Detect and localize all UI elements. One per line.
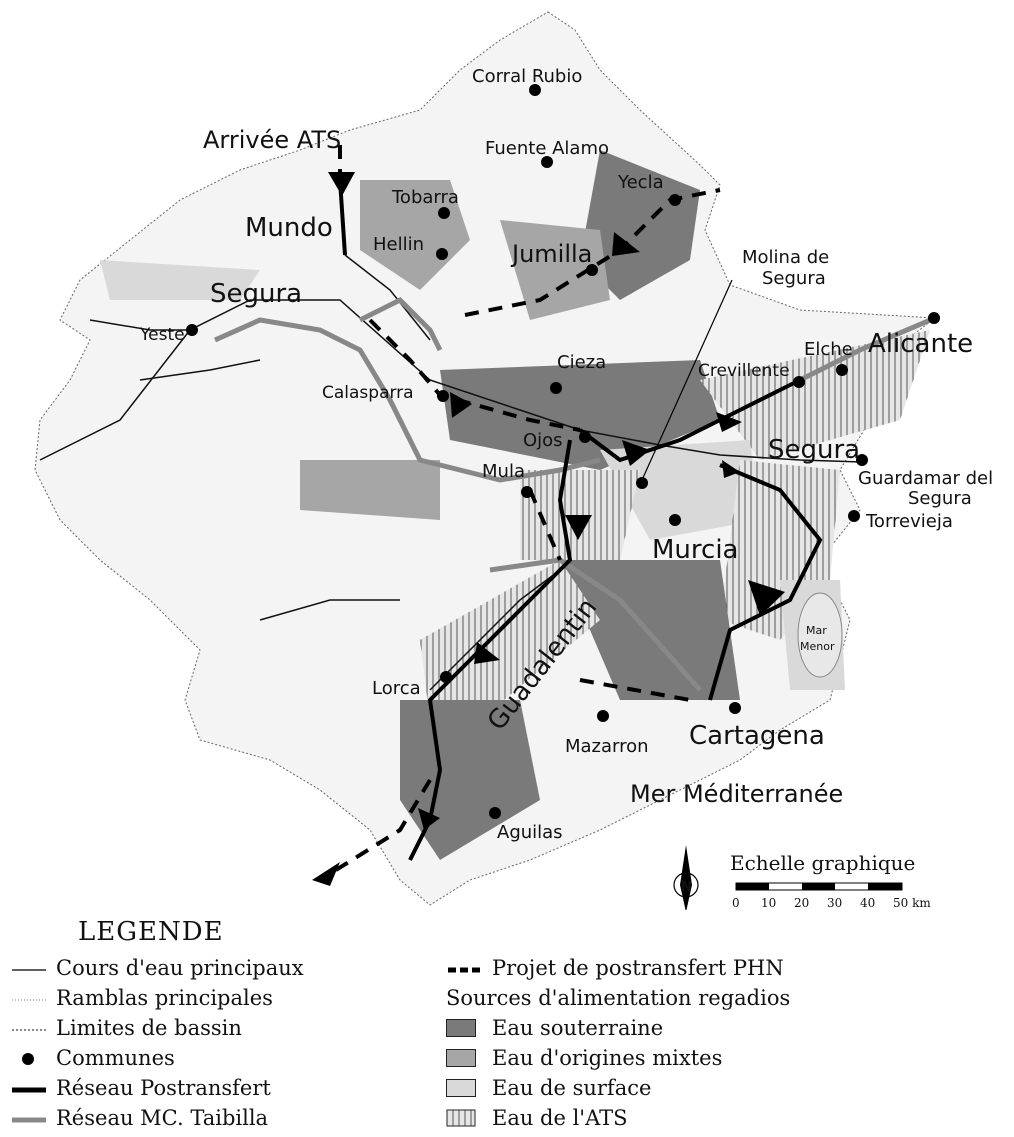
label-jumilla: Jumilla bbox=[510, 240, 592, 268]
legend-heading: Sources d'alimentation regadios bbox=[446, 986, 791, 1010]
scale-tick-4: 40 bbox=[860, 896, 875, 910]
flow-arrows bbox=[312, 172, 785, 886]
label-menor: Menor bbox=[800, 640, 835, 653]
legend-label: Communes bbox=[56, 1046, 175, 1070]
legend-label: Eau d'origines mixtes bbox=[492, 1046, 723, 1070]
molina-leader bbox=[641, 279, 733, 481]
label-corral-rubio: Corral Rubio bbox=[472, 66, 582, 87]
legend-item-mixed: Eau d'origines mixtes bbox=[446, 1043, 790, 1073]
label-cartagena: Cartagena bbox=[689, 721, 825, 751]
legend-right-column: Projet de postransfert PHN Sources d'ali… bbox=[446, 953, 790, 1133]
north-arrow-icon: N bbox=[673, 845, 699, 910]
legend-label: Cours d'eau principaux bbox=[56, 956, 304, 980]
legend-title: LEGENDE bbox=[78, 917, 224, 947]
scale-tick-3: 30 bbox=[827, 896, 842, 910]
label-molina-2: Segura bbox=[762, 268, 826, 289]
legend-item-boundary: Limites de bassin bbox=[10, 1013, 304, 1043]
label-mundo: Mundo bbox=[245, 213, 333, 243]
legend-label: Limites de bassin bbox=[56, 1016, 242, 1040]
scale-tick-5: 50 km bbox=[893, 896, 931, 910]
label-guardamar-2: Segura bbox=[908, 488, 972, 509]
label-torrevieja: Torrevieja bbox=[865, 511, 953, 532]
legend-item-surface: Eau de surface bbox=[446, 1073, 790, 1103]
scale-bar: Echelle graphique 0 10 20 30 40 50 km bbox=[730, 851, 931, 910]
legend-item-ramblas: Ramblas principales bbox=[10, 983, 304, 1013]
legend-left-column: Cours d'eau principaux Ramblas principal… bbox=[10, 953, 304, 1133]
north-label: N bbox=[681, 880, 692, 895]
label-yecla: Yecla bbox=[617, 172, 664, 193]
label-mar: Mar bbox=[806, 624, 827, 637]
communes bbox=[186, 84, 940, 819]
label-tobarra: Tobarra bbox=[391, 187, 459, 208]
legend-label: Eau de l'ATS bbox=[492, 1106, 628, 1130]
label-segura-mouth: Segura bbox=[768, 435, 860, 465]
scale-tick-1: 10 bbox=[761, 896, 776, 910]
taibilla-network bbox=[213, 296, 936, 692]
legend: LEGENDE Cours d'eau principaux Ramblas p… bbox=[0, 905, 1014, 1137]
legend-label: Projet de postransfert PHN bbox=[492, 956, 784, 980]
label-arrivee: Arrivée ATS bbox=[203, 126, 341, 154]
label-calasparra: Calasparra bbox=[322, 383, 414, 403]
legend-item-taibilla: Réseau MC. Taibilla bbox=[10, 1103, 304, 1133]
label-mer: Mer Méditerranée bbox=[630, 780, 843, 808]
label-murcia: Murcia bbox=[652, 535, 738, 565]
legend-label: Eau de surface bbox=[492, 1076, 652, 1100]
scale-tick-2: 20 bbox=[794, 896, 809, 910]
legend-item-communes: Communes bbox=[10, 1043, 304, 1073]
legend-item-postransfert: Réseau Postransfert bbox=[10, 1073, 304, 1103]
label-elche: Elche bbox=[804, 339, 853, 360]
label-aguilas: Aguilas bbox=[497, 822, 563, 843]
basin-map: Arrivée ATS Mundo Segura Yeste Corral Ru… bbox=[34, 11, 993, 910]
legend-item-phn: Projet de postransfert PHN bbox=[446, 953, 790, 983]
label-molina: Molina de bbox=[742, 247, 829, 268]
rivers bbox=[39, 254, 863, 691]
legend-label: Ramblas principales bbox=[56, 986, 273, 1010]
legend-item-rivers: Cours d'eau principaux bbox=[10, 953, 304, 983]
legend-item-ats: Eau de l'ATS bbox=[446, 1103, 790, 1133]
legend-label: Réseau MC. Taibilla bbox=[56, 1106, 269, 1130]
scale-tick-0: 0 bbox=[732, 896, 740, 910]
label-mazarron: Mazarron bbox=[565, 736, 649, 757]
label-hellin: Hellin bbox=[373, 234, 424, 255]
label-alicante: Alicante bbox=[868, 329, 973, 359]
label-crevillente: Crevillente bbox=[698, 361, 790, 381]
label-cieza: Cieza bbox=[557, 352, 606, 373]
label-mula: Mula bbox=[482, 461, 525, 482]
label-yeste: Yeste bbox=[139, 325, 185, 345]
label-fuente-alamo: Fuente Alamo bbox=[485, 138, 609, 159]
label-segura-river: Segura bbox=[210, 279, 302, 309]
scale-title: Echelle graphique bbox=[730, 851, 915, 875]
label-guardamar: Guardamar del bbox=[858, 468, 993, 489]
legend-item-groundwater: Eau souterraine bbox=[446, 1013, 790, 1043]
legend-label: Eau souterraine bbox=[492, 1016, 664, 1040]
legend-label: Réseau Postransfert bbox=[56, 1076, 271, 1100]
label-lorca: Lorca bbox=[372, 678, 421, 699]
label-ojos: Ojos bbox=[523, 430, 563, 451]
legend-sources-heading: Sources d'alimentation regadios bbox=[446, 983, 790, 1013]
